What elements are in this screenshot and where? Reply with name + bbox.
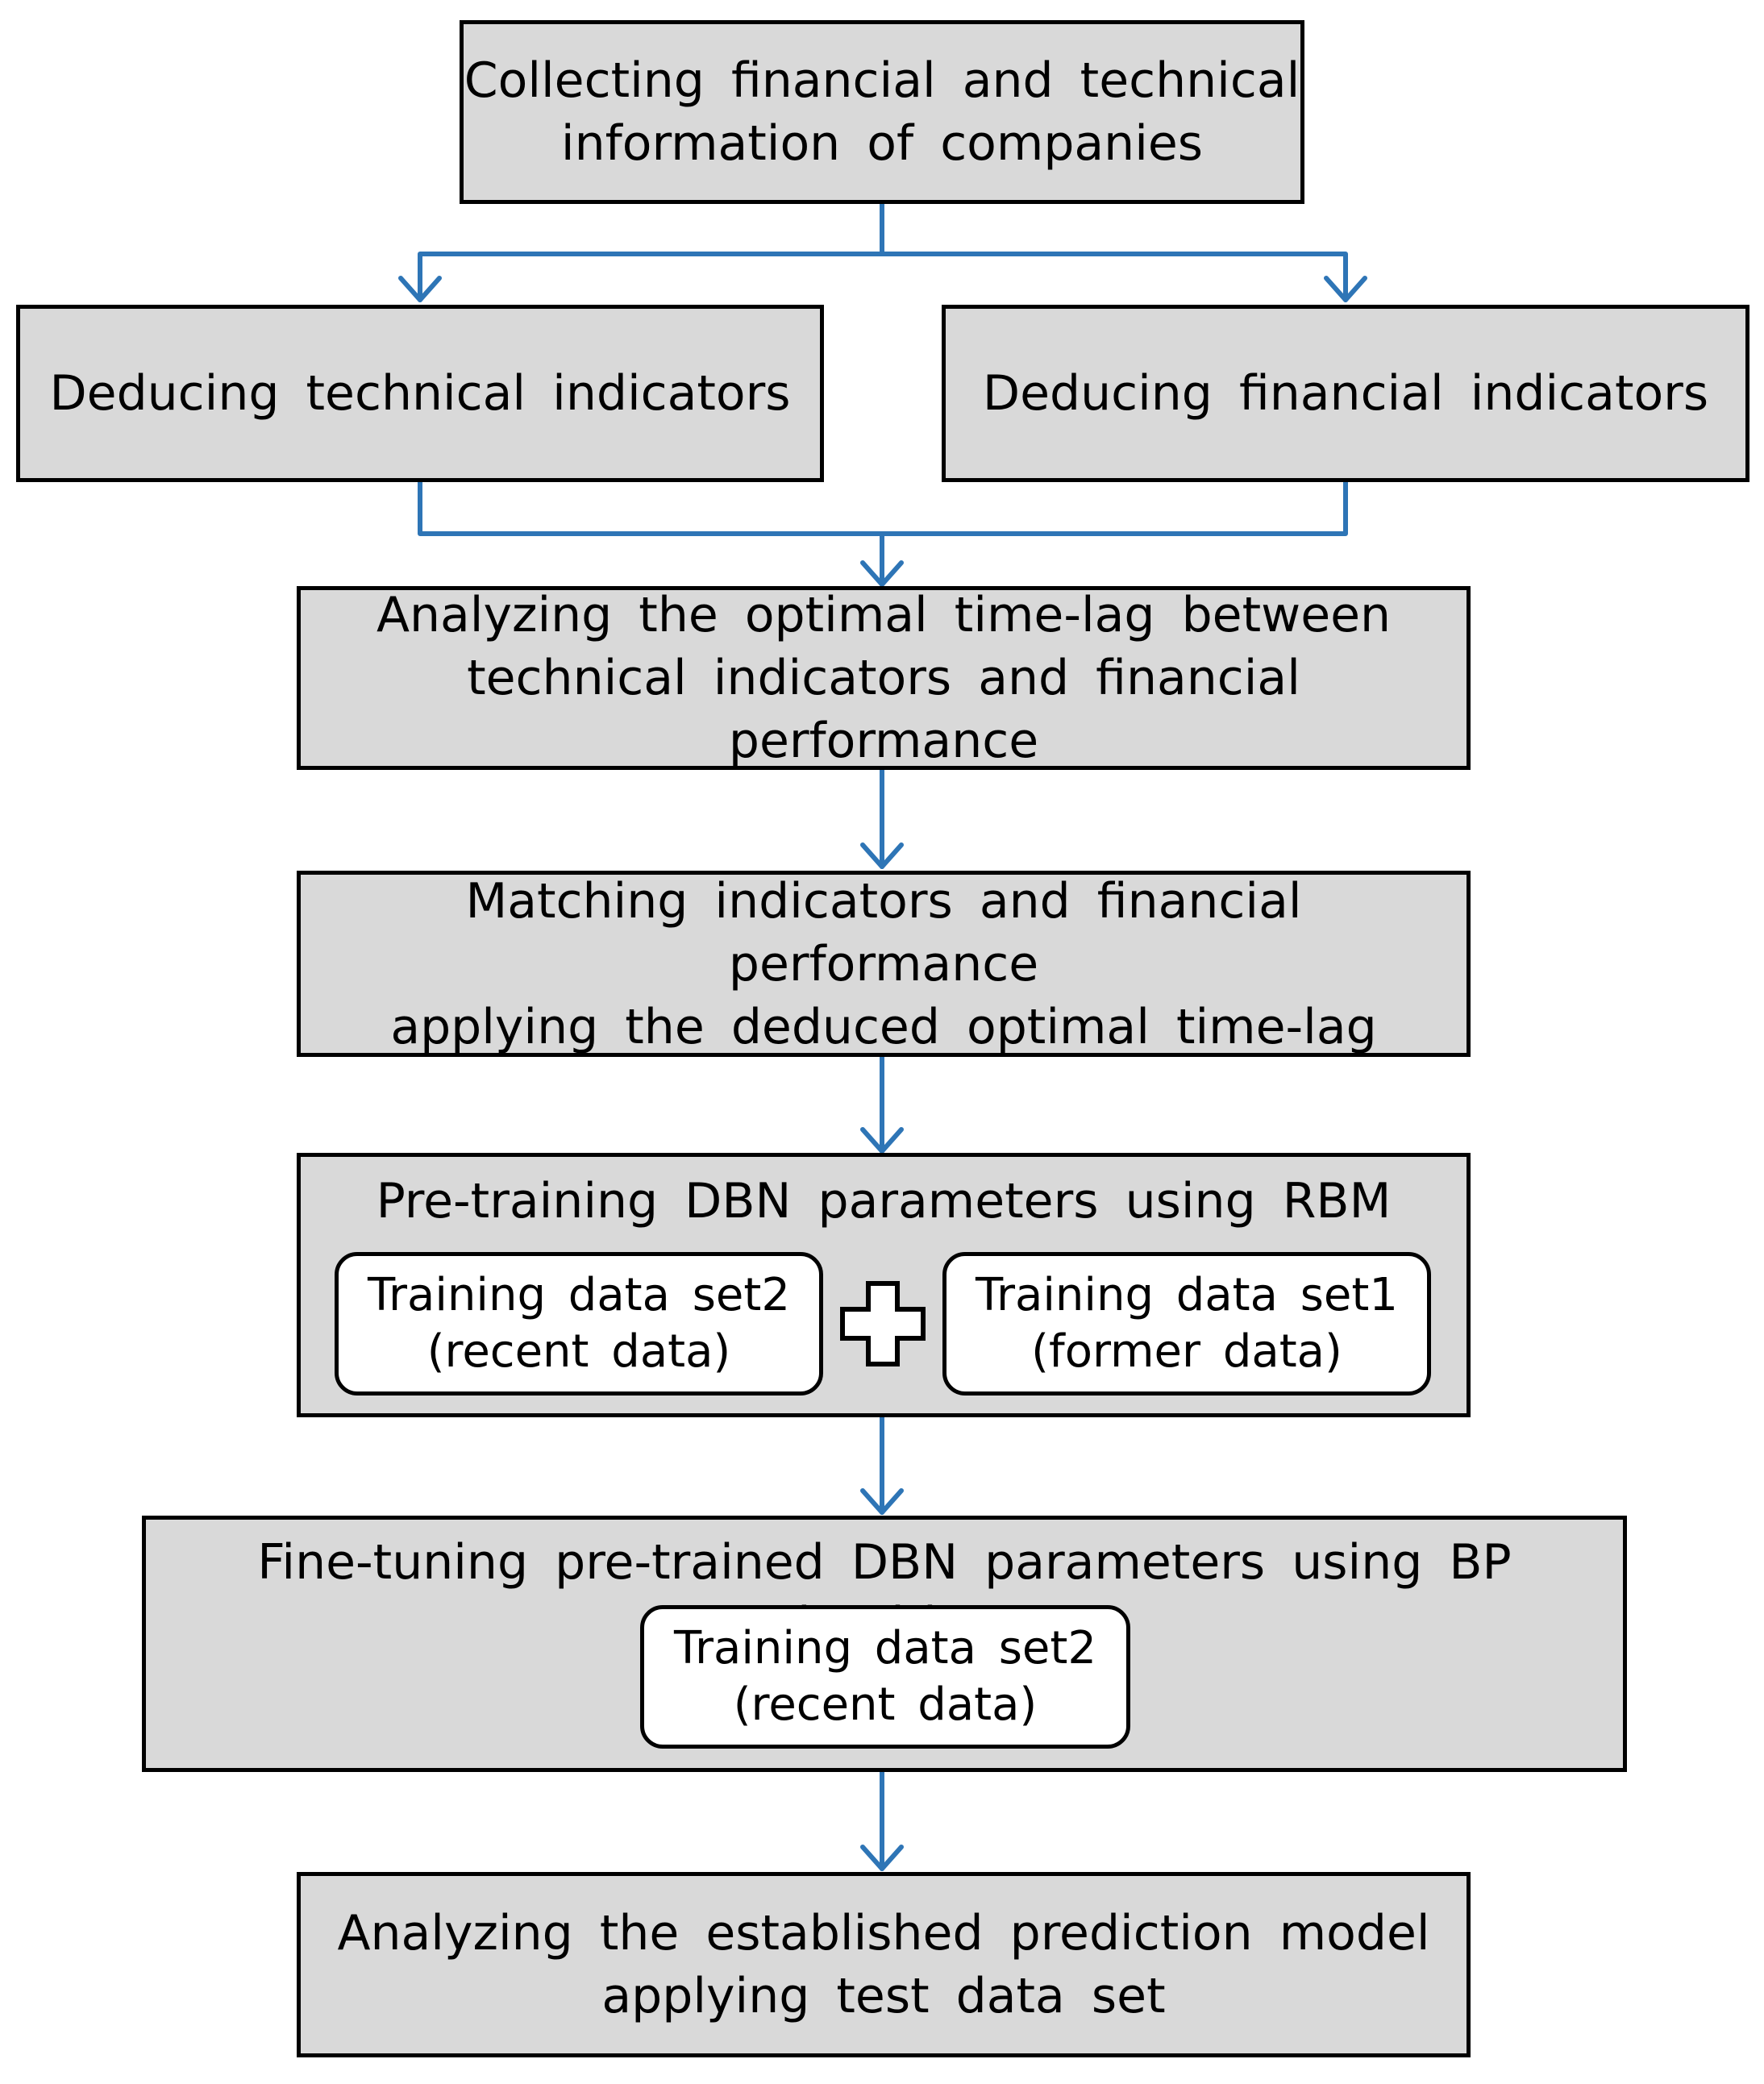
finetune-recent-data-box: Training data set2 (recent data) — [640, 1605, 1130, 1749]
step-financial-label: Deducing financial indicators — [982, 365, 1709, 422]
step-timelag-box: Analyzing the optimal time-lag between t… — [297, 586, 1471, 770]
pretrain-former-data-label: Training data set1 (former data) — [976, 1269, 1398, 1378]
step-finetune-box: Fine-tuning pre-trained DBN parameters u… — [142, 1516, 1627, 1772]
step-matching-box: Matching indicators and financial perfor… — [297, 871, 1471, 1057]
step-collect-box: Collecting financial and technical infor… — [460, 20, 1304, 204]
pretrain-recent-data-box: Training data set2 (recent data) — [335, 1252, 823, 1396]
arrowhead-to-matching — [860, 842, 904, 869]
step-pretrain-box: Pre-training DBN parameters using RBM Tr… — [297, 1153, 1471, 1417]
plus-icon — [840, 1281, 926, 1366]
arrowhead-to-pretrain — [860, 1127, 904, 1154]
connector-merge — [418, 480, 1348, 587]
arrowhead-to-finetune — [860, 1488, 904, 1515]
finetune-recent-data-label: Training data set2 (recent data) — [674, 1622, 1096, 1731]
step-pretrain-title: Pre-training DBN parameters using RBM — [376, 1173, 1392, 1229]
arrowhead-to-analyze — [860, 1845, 904, 1871]
step-analyze-box: Analyzing the established prediction mod… — [297, 1872, 1471, 2057]
connector-collect-split — [418, 201, 1348, 302]
step-timelag-label: Analyzing the optimal time-lag between t… — [376, 587, 1392, 769]
step-technical-box: Deducing technical indicators — [16, 305, 824, 482]
pretrain-recent-data-label: Training data set2 (recent data) — [368, 1269, 790, 1378]
step-financial-box: Deducing financial indicators — [942, 305, 1749, 482]
pretrain-former-data-box: Training data set1 (former data) — [942, 1252, 1431, 1396]
arrowhead-to-timelag — [860, 560, 904, 587]
arrowhead-to-financial — [1324, 276, 1367, 302]
step-analyze-label: Analyzing the established prediction mod… — [337, 1905, 1430, 2024]
arrowhead-to-technical — [398, 276, 442, 302]
step-matching-label: Matching indicators and financial perfor… — [390, 872, 1377, 1055]
step-technical-label: Deducing technical indicators — [49, 365, 791, 422]
step-collect-label: Collecting financial and technical infor… — [464, 52, 1300, 172]
